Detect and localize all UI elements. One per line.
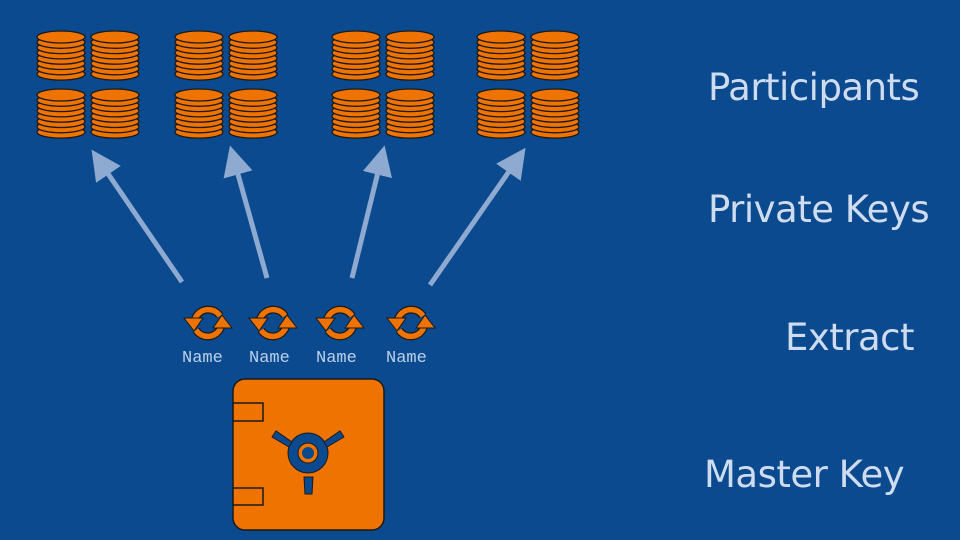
refresh-icon — [247, 305, 299, 341]
coin-stack-icon — [385, 88, 435, 139]
coin-stack-icon — [90, 30, 140, 81]
coin-stack-icon — [228, 88, 278, 139]
coin-stack-icon — [476, 30, 526, 81]
coin-stack-icon — [36, 88, 86, 139]
arrow-1 — [91, 149, 185, 284]
safe-icon — [232, 378, 385, 531]
coin-stack-icon — [228, 30, 278, 81]
refresh-icon — [182, 305, 234, 341]
key-name-1: Name — [182, 349, 223, 368]
coin-stack-icon — [174, 30, 224, 81]
coin-stack-icon — [90, 88, 140, 139]
refresh-icon — [385, 305, 437, 341]
coin-stack-icon — [331, 88, 381, 139]
key-name-4: Name — [386, 349, 427, 368]
label-extract: Extract — [785, 316, 915, 359]
coin-stack-icon — [476, 88, 526, 139]
coin-stack-icon — [530, 88, 580, 139]
refresh-icon — [314, 305, 366, 341]
coin-stack-icon — [530, 30, 580, 81]
key-name-3: Name — [316, 349, 357, 368]
key-name-2: Name — [249, 349, 290, 368]
arrow-2 — [223, 145, 270, 279]
coin-stack-icon — [36, 30, 86, 81]
label-private-keys: Private Keys — [708, 188, 930, 231]
arrow-3 — [349, 145, 392, 279]
coin-stack-icon — [331, 30, 381, 81]
arrow-4 — [427, 147, 526, 287]
coin-stack-icon — [174, 88, 224, 139]
coin-stack-icon — [385, 30, 435, 81]
label-master-key: Master Key — [704, 453, 905, 496]
label-participants: Participants — [708, 66, 920, 109]
